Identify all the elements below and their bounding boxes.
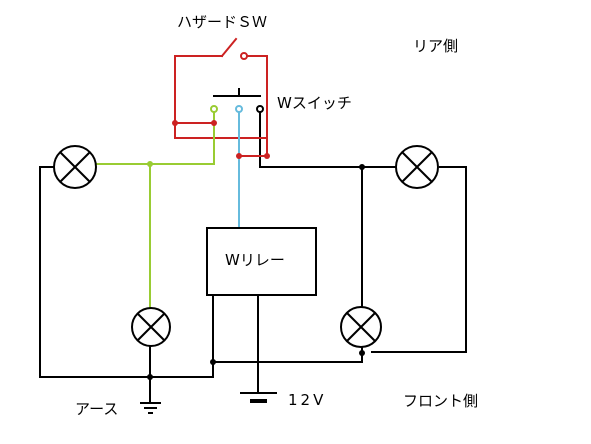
w-relay-box: [206, 227, 317, 296]
ground-label: アース: [75, 400, 118, 418]
battery-icon: [240, 392, 277, 403]
rear-side-label: リア側: [413, 37, 458, 55]
battery-label: 12V: [288, 391, 326, 409]
w-switch-terminal-left: [210, 105, 218, 113]
hazard-switch-blade: [220, 37, 238, 58]
w-switch-terminal-right: [256, 105, 264, 113]
w-relay-label: Wリレー: [225, 251, 285, 269]
wire-hazard-left: [174, 55, 268, 157]
wire-hazard-right: [246, 55, 268, 139]
hazard-switch-contact: [240, 52, 248, 60]
wire-right-loop: [371, 166, 467, 353]
hazard-switch-label: ハザードＳＷ: [177, 13, 267, 31]
hazard-wiring: [174, 37, 268, 157]
lamp-rear-left: [53, 145, 97, 189]
wire-left-loop: [39, 166, 214, 378]
w-switch-terminal-center: [235, 105, 243, 113]
junction-hazard-blue: [236, 153, 242, 159]
lamp-front-left: [131, 307, 171, 347]
junction-bottom-left: [147, 374, 153, 380]
main-wiring: [39, 88, 467, 404]
junctions: [147, 120, 365, 380]
junction-hazard-green: [211, 120, 217, 126]
front-side-label: フロント側: [403, 392, 478, 410]
w-switch-label: Wスイッチ: [277, 94, 352, 112]
junction-green: [147, 161, 153, 167]
junction-hazard-right: [264, 153, 270, 159]
green-wiring: [95, 111, 215, 308]
junction-relay-left: [210, 359, 216, 365]
lamp-front-right: [340, 306, 382, 348]
junction-right-bus: [359, 164, 365, 170]
wire-green-switch: [149, 111, 215, 165]
junction-hazard-top: [172, 120, 178, 126]
wire-switch-to-right-bus: [259, 111, 397, 168]
lamp-rear-right: [395, 145, 439, 189]
ground-icon: [140, 402, 161, 414]
junction-front-right: [359, 350, 365, 356]
